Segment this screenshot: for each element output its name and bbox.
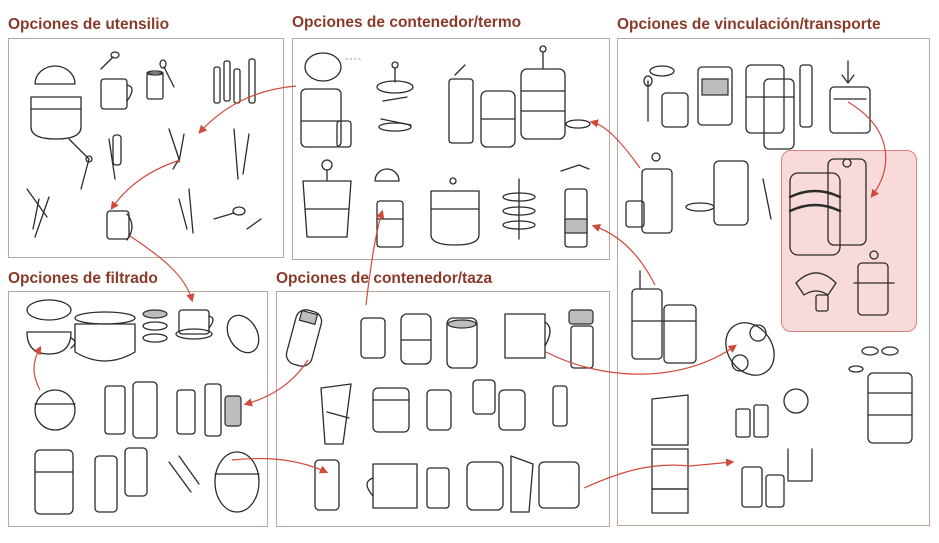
sketch-group-taza <box>285 309 594 513</box>
sketch-bowl <box>30 65 82 140</box>
sketch-cup-set <box>741 448 813 508</box>
sketch-small-cups <box>735 388 809 438</box>
sketch-wide-bowl <box>430 177 480 246</box>
sketch-conic-glass <box>320 383 352 445</box>
sketch-capsule-bottle <box>285 309 323 367</box>
sketch-filter-stack <box>502 178 536 240</box>
sketch-mid-press <box>625 152 673 234</box>
sketch-mid-cups <box>372 379 568 433</box>
sketch-group-filtrado <box>26 299 260 515</box>
sketch-cup <box>146 70 164 100</box>
sketch-dome-cup <box>26 299 76 355</box>
sketch-bottom-row <box>34 447 260 515</box>
title-contenedor-taza: Opciones de contenedor/taza <box>276 270 493 287</box>
sketch-group-vinculacion <box>625 60 913 514</box>
sketch-plunger-lid <box>376 61 414 132</box>
sketch-selected-concept <box>788 158 895 316</box>
sketch-filter-jar <box>697 66 733 126</box>
sketch-tumbler-1 <box>448 64 474 144</box>
sketch-carrier-strap <box>725 322 775 376</box>
sketch-tumbler-2 <box>480 90 516 148</box>
sketch-stacked-rings <box>848 346 913 444</box>
sketch-press-combo <box>631 270 697 364</box>
panel-utensilio <box>8 38 284 258</box>
sketch-mid-tumbler <box>685 160 772 226</box>
highlight-box-selected-concept <box>781 150 917 332</box>
sketch-jar-spoon <box>643 65 689 128</box>
sketch-box-dispenser <box>651 394 689 514</box>
panel-filtrado <box>8 291 268 527</box>
sketch-french-press-1 <box>300 52 352 148</box>
sketch-spoons <box>100 51 175 88</box>
title-filtrado: Opciones de filtrado <box>8 270 158 287</box>
sketch-press-3 <box>374 168 404 248</box>
sketch-mug <box>100 78 133 110</box>
sketch-large-bowl <box>74 311 136 362</box>
sketch-sphere <box>34 389 76 431</box>
sketch-spoon-fork <box>26 188 262 241</box>
sketch-note: ~ ~ ~ ~ <box>345 57 361 63</box>
sketch-mug-filter <box>175 309 214 340</box>
sketch-funnel-mug <box>829 60 871 134</box>
sketch-cups-row <box>360 309 594 369</box>
sketch-group-termo: ~ ~ ~ ~ <box>300 45 591 248</box>
panel-contenedor-taza <box>276 291 610 527</box>
sketch-stacked-containers <box>745 64 813 150</box>
sketch-folding-tools <box>68 128 250 190</box>
title-contenedor-termo: Opciones de contenedor/termo <box>292 14 522 31</box>
sketch-bottom-cups <box>314 455 580 513</box>
sketch-press-2 <box>302 159 352 238</box>
sketch-utensil-set <box>213 58 256 104</box>
sketch-group-utensilio <box>26 51 262 241</box>
sketch-termo-open <box>565 119 591 129</box>
sketch-filter-discs <box>142 309 168 343</box>
title-utensilio: Opciones de utensilio <box>8 16 170 33</box>
sketch-tall-filters <box>104 381 242 439</box>
sketch-narrow-press <box>560 164 590 248</box>
sketch-tall-press <box>520 45 566 140</box>
sketch-cylinder-tilted <box>226 314 260 354</box>
title-vinculacion-transporte: Opciones de vinculación/transporte <box>617 16 881 33</box>
panel-contenedor-termo: ~ ~ ~ ~ <box>292 38 610 260</box>
